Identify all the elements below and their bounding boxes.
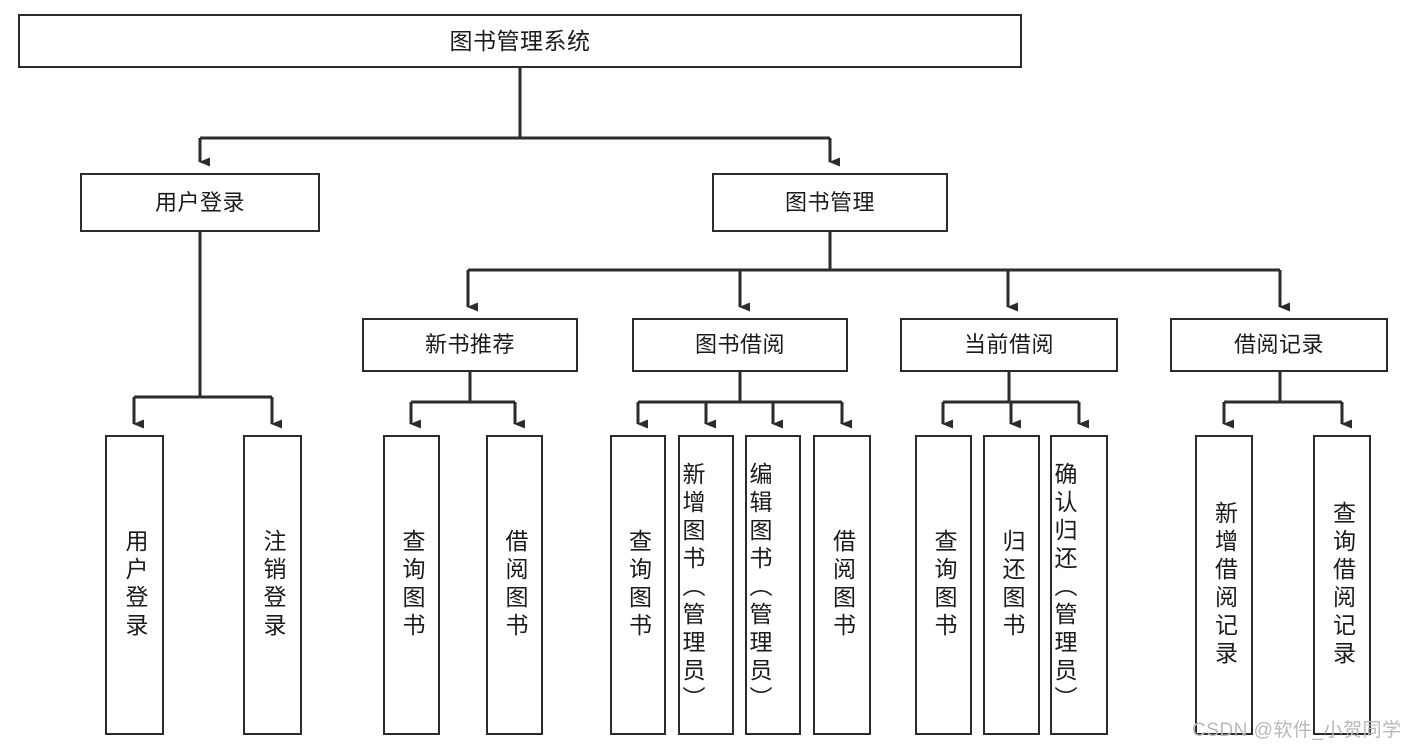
leaf-query-book-borrow[interactable]: 查询图书 [610,435,666,735]
node-label: 归还图书 [999,529,1025,641]
node-label: 借阅图书 [829,529,856,641]
node-current-borrow[interactable]: 当前借阅 [900,318,1118,372]
node-user-login[interactable]: 用户登录 [80,173,320,232]
node-label: 新书推荐 [424,332,515,358]
node-label: 图书借阅 [694,332,785,358]
node-label: 查询图书 [931,529,957,641]
node-label: 编辑图书（管理员） [746,462,772,714]
node-label: 确认归还（管理员） [1051,462,1077,714]
leaf-logout[interactable]: 注销登录 [243,435,302,735]
node-label: 查询图书 [625,529,652,641]
leaf-add-borrow-record[interactable]: 新增借阅记录 [1195,435,1253,735]
node-book-management[interactable]: 图书管理 [712,173,948,232]
leaf-return-book[interactable]: 归还图书 [983,435,1040,735]
node-label: 查询借阅记录 [1329,501,1356,669]
node-label: 注销登录 [260,529,286,641]
node-label: 图书管理系统 [449,27,591,54]
node-label: 借阅记录 [1233,332,1324,358]
leaf-query-book-current[interactable]: 查询图书 [915,435,972,735]
node-label: 用户登录 [122,529,148,641]
leaf-edit-book-admin[interactable]: 编辑图书（管理员） [745,435,801,735]
node-label: 新增借阅记录 [1211,501,1238,669]
leaf-confirm-return-admin[interactable]: 确认归还（管理员） [1050,435,1108,735]
node-label: 查询图书 [399,529,425,641]
node-label: 新增图书（管理员） [679,462,705,714]
node-root-book-management-system[interactable]: 图书管理系统 [18,14,1022,68]
node-label: 用户登录 [154,189,245,215]
node-borrow-record[interactable]: 借阅记录 [1170,318,1388,372]
node-book-borrow[interactable]: 图书借阅 [632,318,848,372]
node-label: 图书管理 [784,189,875,215]
node-new-book-recommend[interactable]: 新书推荐 [362,318,578,372]
node-label: 借阅图书 [502,529,528,641]
leaf-user-login[interactable]: 用户登录 [105,435,164,735]
leaf-borrow-book[interactable]: 借阅图书 [813,435,871,735]
leaf-add-book-admin[interactable]: 新增图书（管理员） [678,435,734,735]
leaf-query-book-newbook[interactable]: 查询图书 [383,435,440,735]
node-label: 当前借阅 [963,332,1054,358]
leaf-borrow-book-newbook[interactable]: 借阅图书 [486,435,543,735]
leaf-query-borrow-record[interactable]: 查询借阅记录 [1313,435,1371,735]
